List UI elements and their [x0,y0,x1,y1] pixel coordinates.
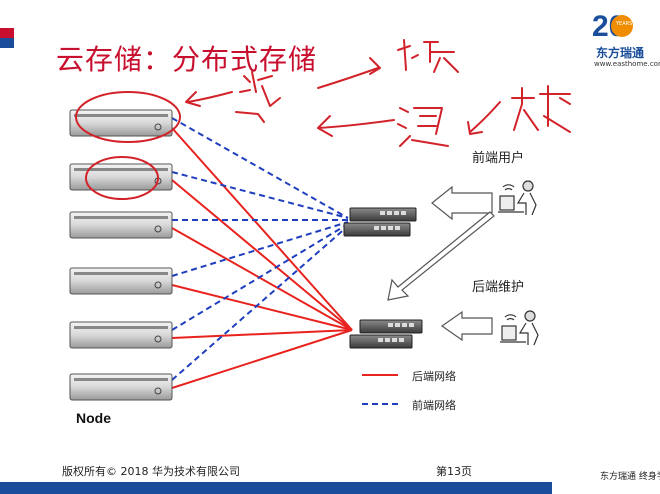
scribble-performance [235,71,281,123]
logo-url: www.easthome.com [594,60,660,68]
accent-bar-red [0,28,14,38]
footer-brand-box [552,468,660,494]
frontend-link [171,171,349,219]
node-label: Node [76,410,111,426]
front-user-figure [498,180,537,216]
scribble-capacity [397,107,449,147]
frontend-link [171,223,349,331]
footer-copyright: 版权所有© 2018 华为技术有限公司 [62,465,240,478]
arrow-diagonal [387,211,495,301]
scribble-large [511,85,571,133]
annotation-arrowhead [185,91,201,107]
frontend-link [171,225,349,381]
footer-page-number: 第13页 [436,465,472,478]
server-6 [69,373,173,401]
scribble-arrow-capacity [317,115,395,137]
arrow-to-backend-switch [440,310,493,342]
backend-switch [349,319,423,349]
server-3 [69,211,173,239]
footer-brand-slogan: 东方瑞通 终身学习 [600,472,660,482]
frontend-links [171,117,349,381]
front-user-label: 前端用户 [472,151,525,166]
backend-link [171,329,353,389]
arrow-to-frontend-switch [431,185,493,221]
scribble-arrow-expand [317,57,381,89]
hollow-arrows [387,185,495,342]
frontend-switch [343,207,417,237]
logo-name: 东方瑞通 [596,46,645,60]
server-5 [69,321,173,349]
legend-backend-label: 后端网络 [412,370,456,383]
handwritten-annotations [75,39,571,200]
annotation-arrow [187,91,233,103]
backend-link [171,227,353,331]
footer-bar [0,482,660,494]
accent-bar-blue [0,38,14,48]
legend-frontend-label: 前端网络 [412,399,456,412]
logo-years-text: YEARS [615,21,632,27]
server-2 [69,163,173,191]
server-1 [69,109,173,137]
backend-link [171,127,353,331]
backend-links [171,127,353,389]
scribble-arrow-large [467,101,501,135]
frontend-link [171,117,349,219]
backend-link [171,329,353,339]
server-stack [69,109,173,401]
slide-title: 云存储：分布式存储 [56,43,318,76]
back-maint-figure [500,310,539,346]
circle-server-2 [85,156,159,200]
backend-link [171,284,353,331]
frontend-link [171,221,349,277]
server-4 [69,267,173,295]
circle-server-1 [75,91,181,143]
back-maint-label: 后端维护 [472,280,525,295]
scribble-expand [397,39,459,73]
backend-link [171,179,353,331]
company-logo: 20 YEARS [592,10,633,43]
